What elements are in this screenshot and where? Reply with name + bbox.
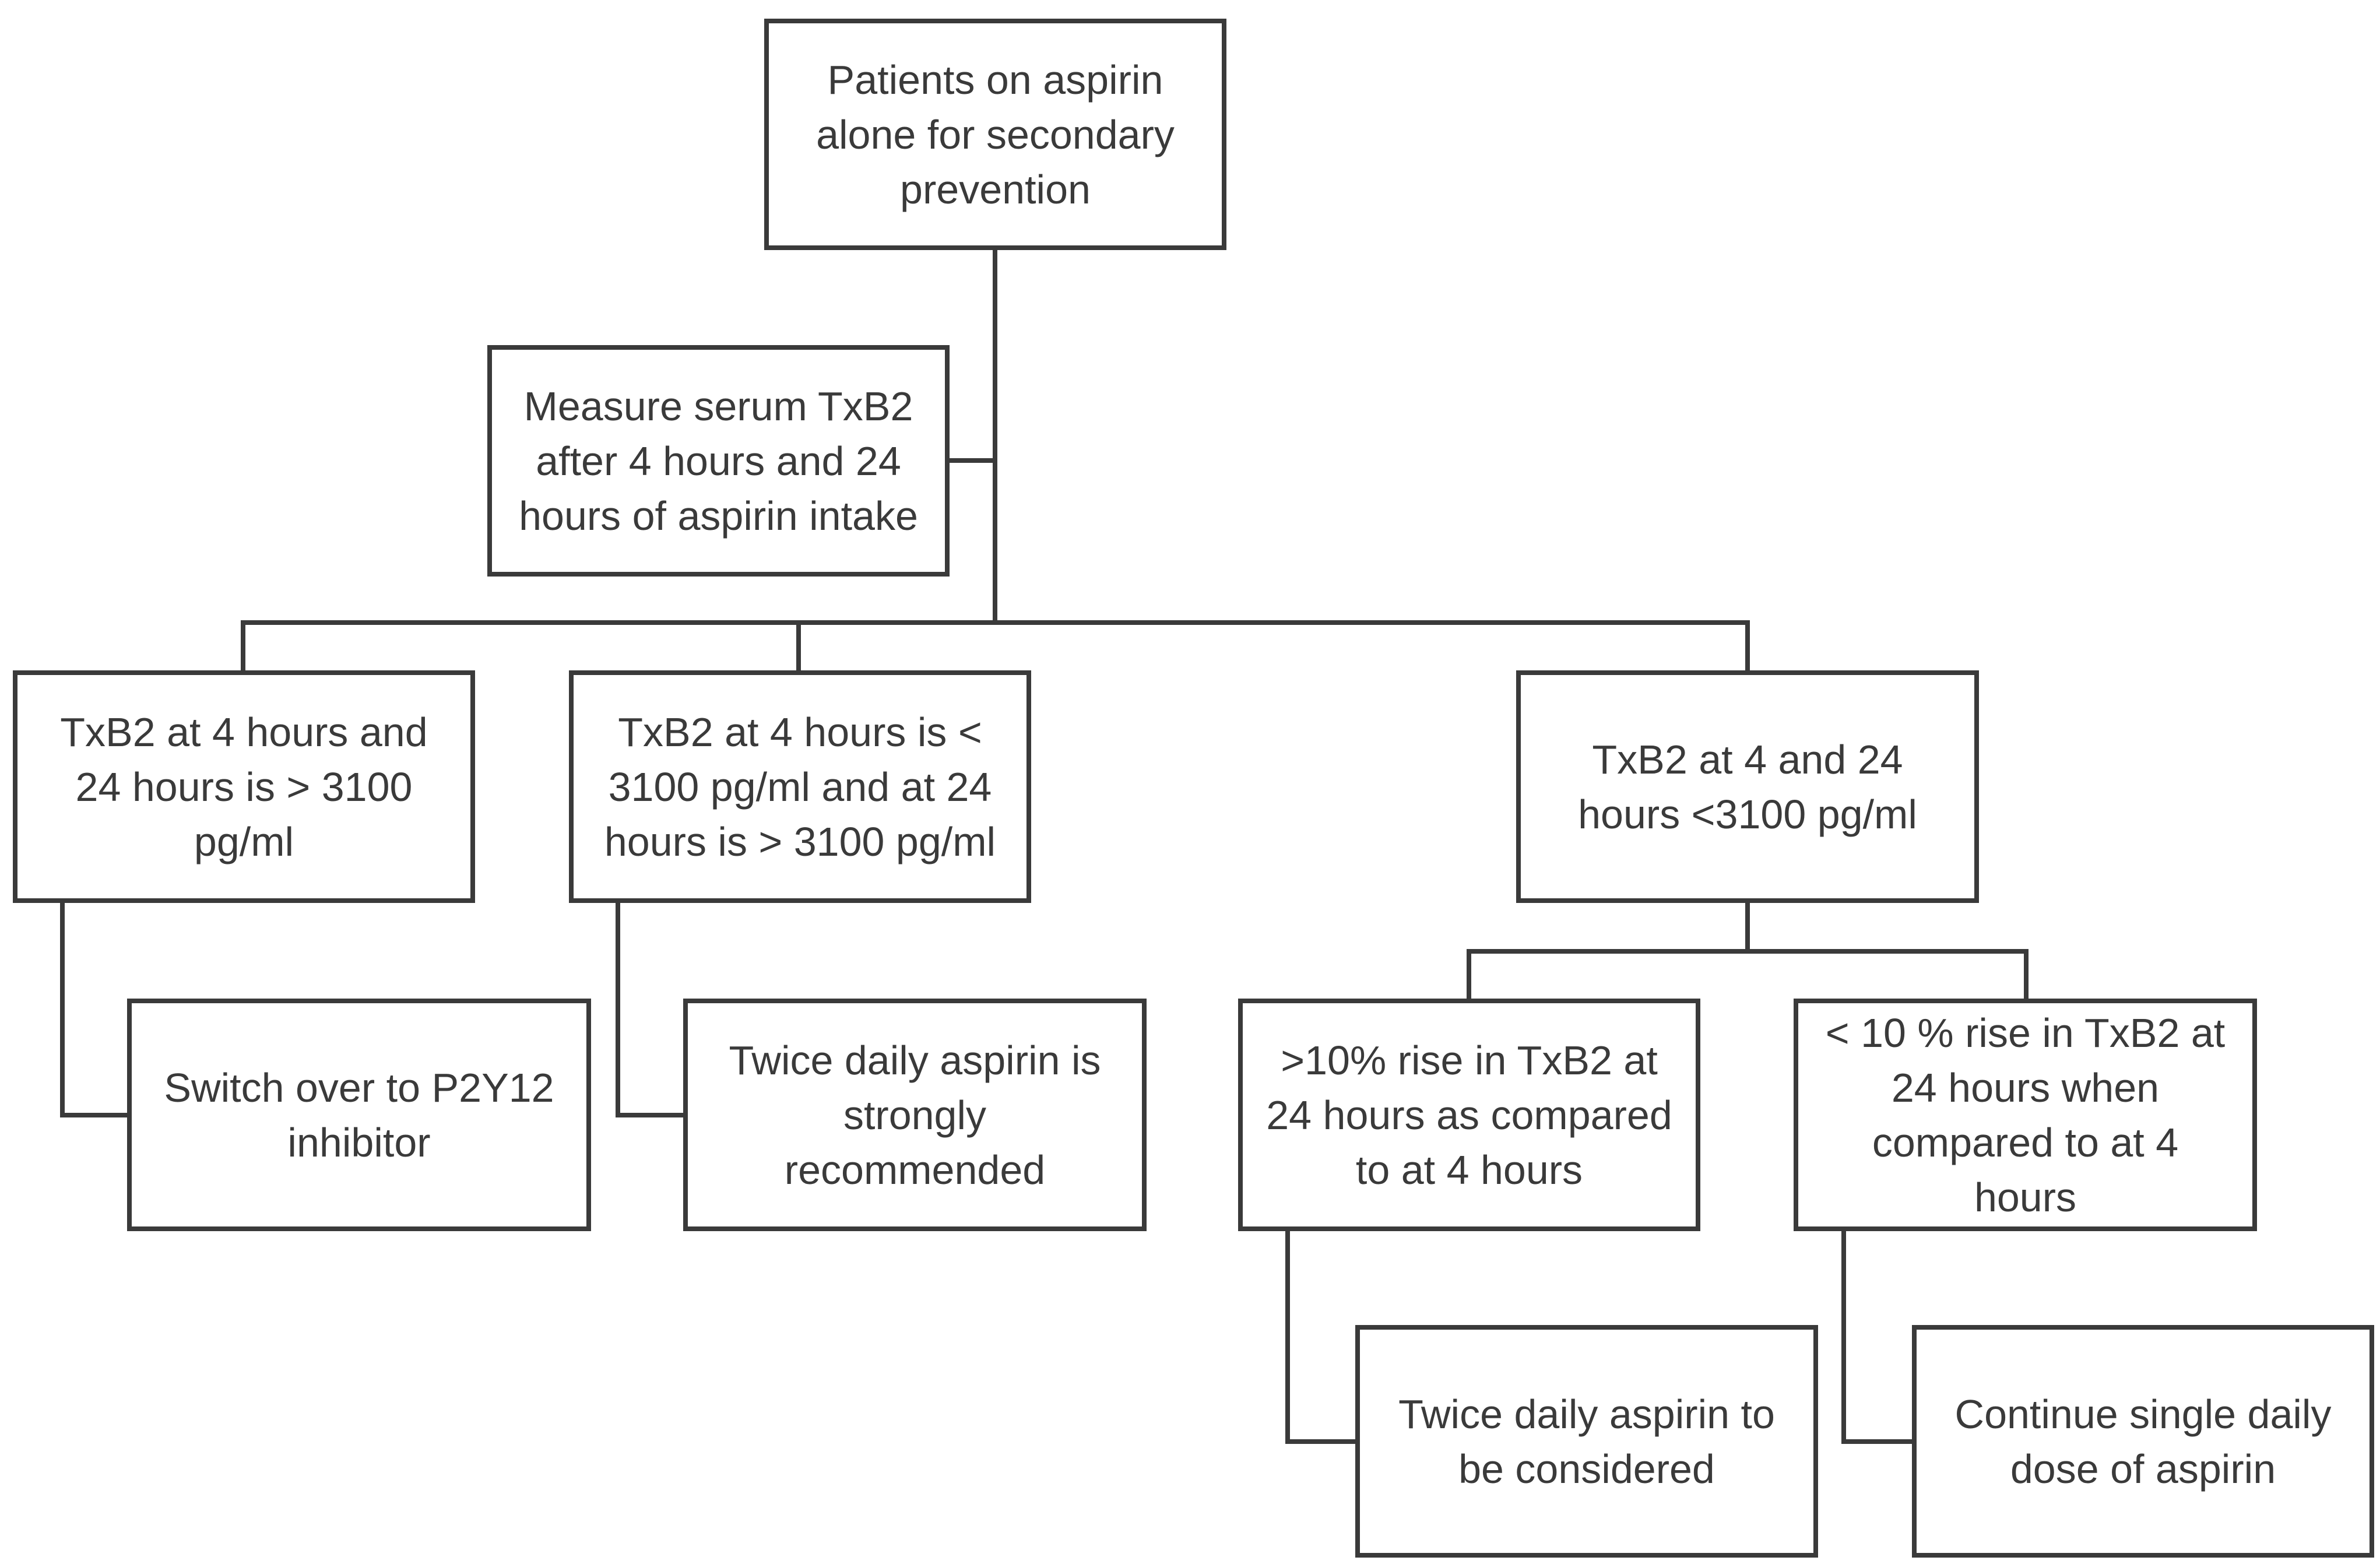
node-root-patients: Patients on aspirin alone for secondary … bbox=[764, 19, 1226, 250]
node-sub-rise-over-10: >10% rise in TxB2 at 24 hours as compare… bbox=[1238, 999, 1700, 1231]
node-branch-low-both: TxB2 at 4 and 24 hours <3100 pg/ml bbox=[1516, 670, 1979, 903]
node-action-twice-consider: Twice daily aspirin to be considered bbox=[1355, 1325, 1818, 1558]
node-action-twice-strong: Twice daily aspirin is strongly recommen… bbox=[683, 999, 1147, 1231]
node-sub-rise-under-10: < 10 % rise in TxB2 at 24 hours when com… bbox=[1794, 999, 2257, 1231]
node-branch-rise-24h: TxB2 at 4 hours is < 3100 pg/ml and at 2… bbox=[569, 670, 1031, 903]
node-branch-high-both: TxB2 at 4 hours and 24 hours is > 3100 p… bbox=[13, 670, 475, 903]
node-action-p2y12: Switch over to P2Y12 inhibitor bbox=[127, 999, 591, 1231]
node-action-single-daily: Continue single daily dose of aspirin bbox=[1912, 1325, 2374, 1558]
node-measure-txb2: Measure serum TxB2 after 4 hours and 24 … bbox=[487, 345, 950, 577]
